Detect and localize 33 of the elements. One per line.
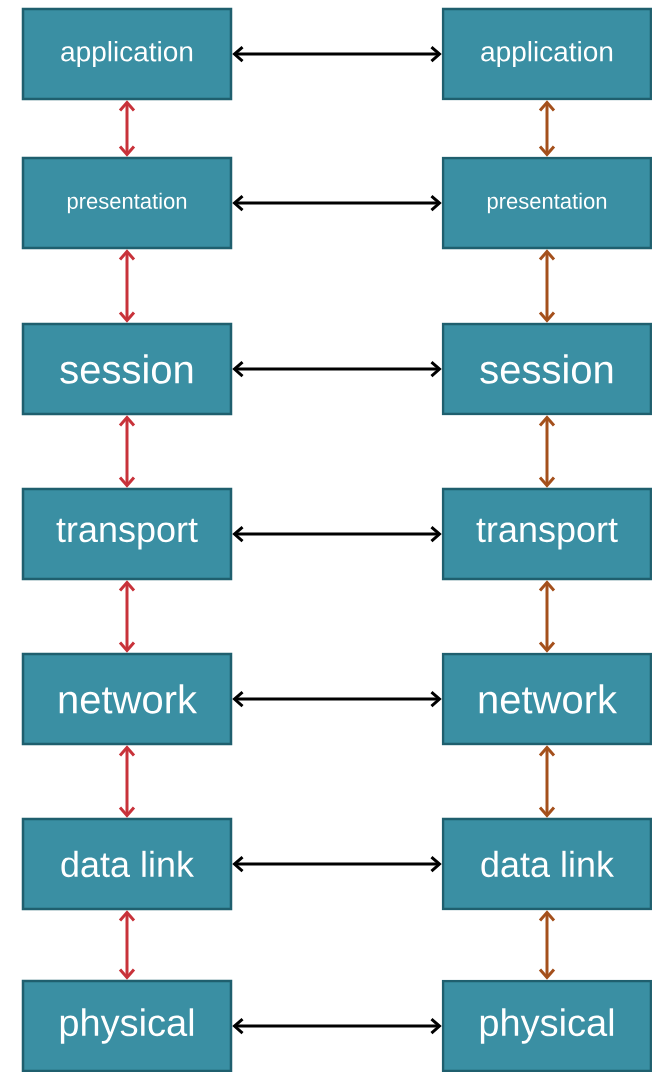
layer-box: data link bbox=[441, 817, 652, 911]
arrow bbox=[118, 910, 136, 980]
arrow bbox=[232, 855, 442, 873]
arrow bbox=[232, 525, 442, 543]
layer-box: network bbox=[21, 652, 233, 746]
layer-box: session bbox=[441, 322, 652, 416]
arrow bbox=[538, 100, 556, 157]
layer-box: physical bbox=[441, 979, 652, 1072]
layer-box: session bbox=[21, 322, 233, 416]
layer-box: transport bbox=[441, 487, 652, 581]
arrow bbox=[232, 360, 442, 378]
arrow bbox=[538, 745, 556, 818]
arrow bbox=[118, 745, 136, 818]
arrow bbox=[118, 249, 136, 323]
arrow bbox=[232, 194, 442, 212]
arrow bbox=[538, 580, 556, 653]
arrow bbox=[118, 580, 136, 653]
arrow bbox=[538, 415, 556, 488]
layer-box: presentation bbox=[21, 156, 233, 250]
layer-box: presentation bbox=[441, 156, 652, 250]
arrow bbox=[232, 1017, 442, 1035]
layer-box: network bbox=[441, 652, 652, 746]
layer-box: data link bbox=[21, 817, 233, 911]
arrow bbox=[232, 690, 442, 708]
layer-box: physical bbox=[21, 979, 233, 1072]
layer-box: transport bbox=[21, 487, 233, 581]
arrow bbox=[232, 45, 442, 63]
arrow bbox=[118, 415, 136, 488]
layer-box: application bbox=[21, 7, 233, 101]
arrow bbox=[118, 100, 136, 157]
layer-box: application bbox=[441, 7, 652, 101]
arrow bbox=[538, 249, 556, 323]
arrow bbox=[538, 910, 556, 980]
